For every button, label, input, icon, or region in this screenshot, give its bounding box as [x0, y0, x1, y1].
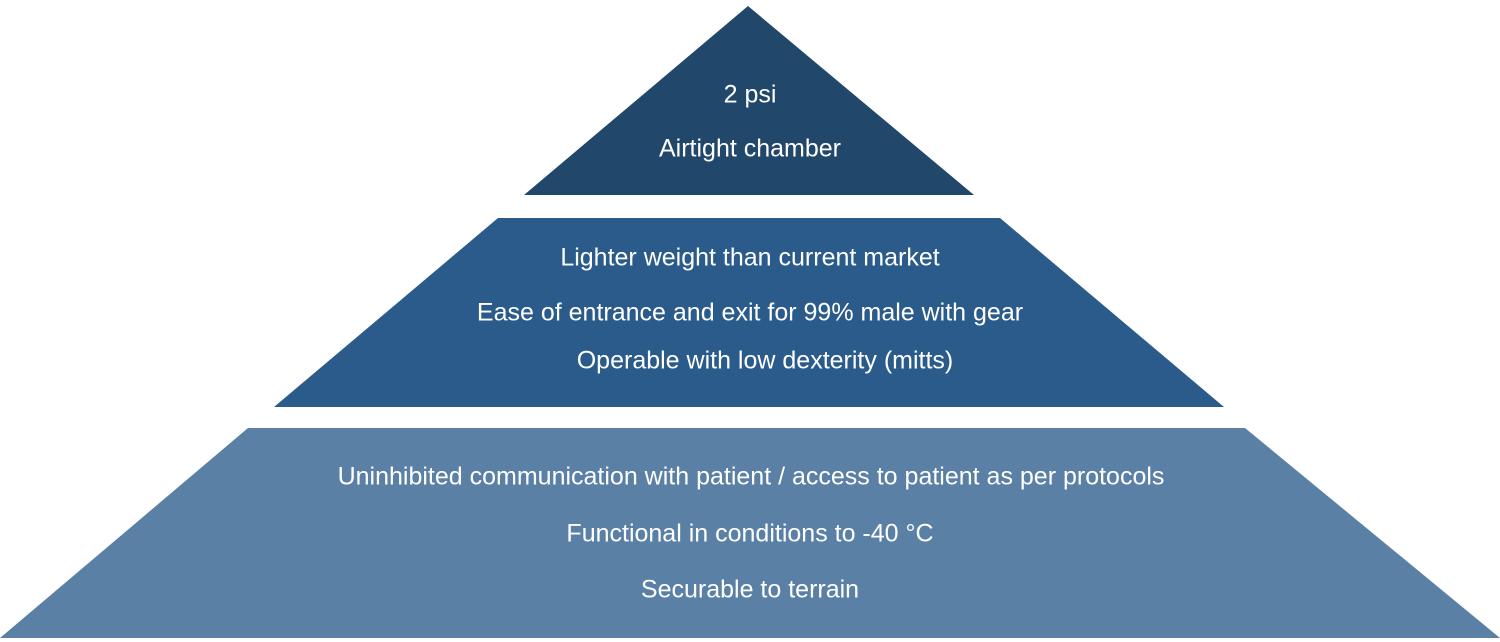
tier-top-line-1: 2 psi: [724, 81, 777, 109]
tier-middle-line-1: Lighter weight than current market: [560, 244, 939, 272]
tier-bottom-line-2: Functional in conditions to -40 °C: [566, 520, 933, 548]
pyramid-tier-bottom: Uninhibited communication with patient /…: [0, 428, 1500, 638]
tier-middle-shape: [274, 218, 1224, 407]
pyramid-tier-middle: Lighter weight than current market Ease …: [274, 218, 1224, 407]
pyramid-tier-top: 2 psi Airtight chamber: [524, 6, 974, 195]
tier-top-line-2: Airtight chamber: [659, 135, 841, 163]
tier-bottom-shape: [0, 428, 1500, 638]
tier-middle-line-3: Operable with low dexterity (mitts): [577, 347, 954, 375]
tier-top-shape: [524, 6, 974, 195]
tier-middle-line-2: Ease of entrance and exit for 99% male w…: [477, 299, 1023, 327]
tier-bottom-line-1: Uninhibited communication with patient /…: [338, 463, 1165, 491]
tier-bottom-line-3: Securable to terrain: [641, 576, 859, 604]
